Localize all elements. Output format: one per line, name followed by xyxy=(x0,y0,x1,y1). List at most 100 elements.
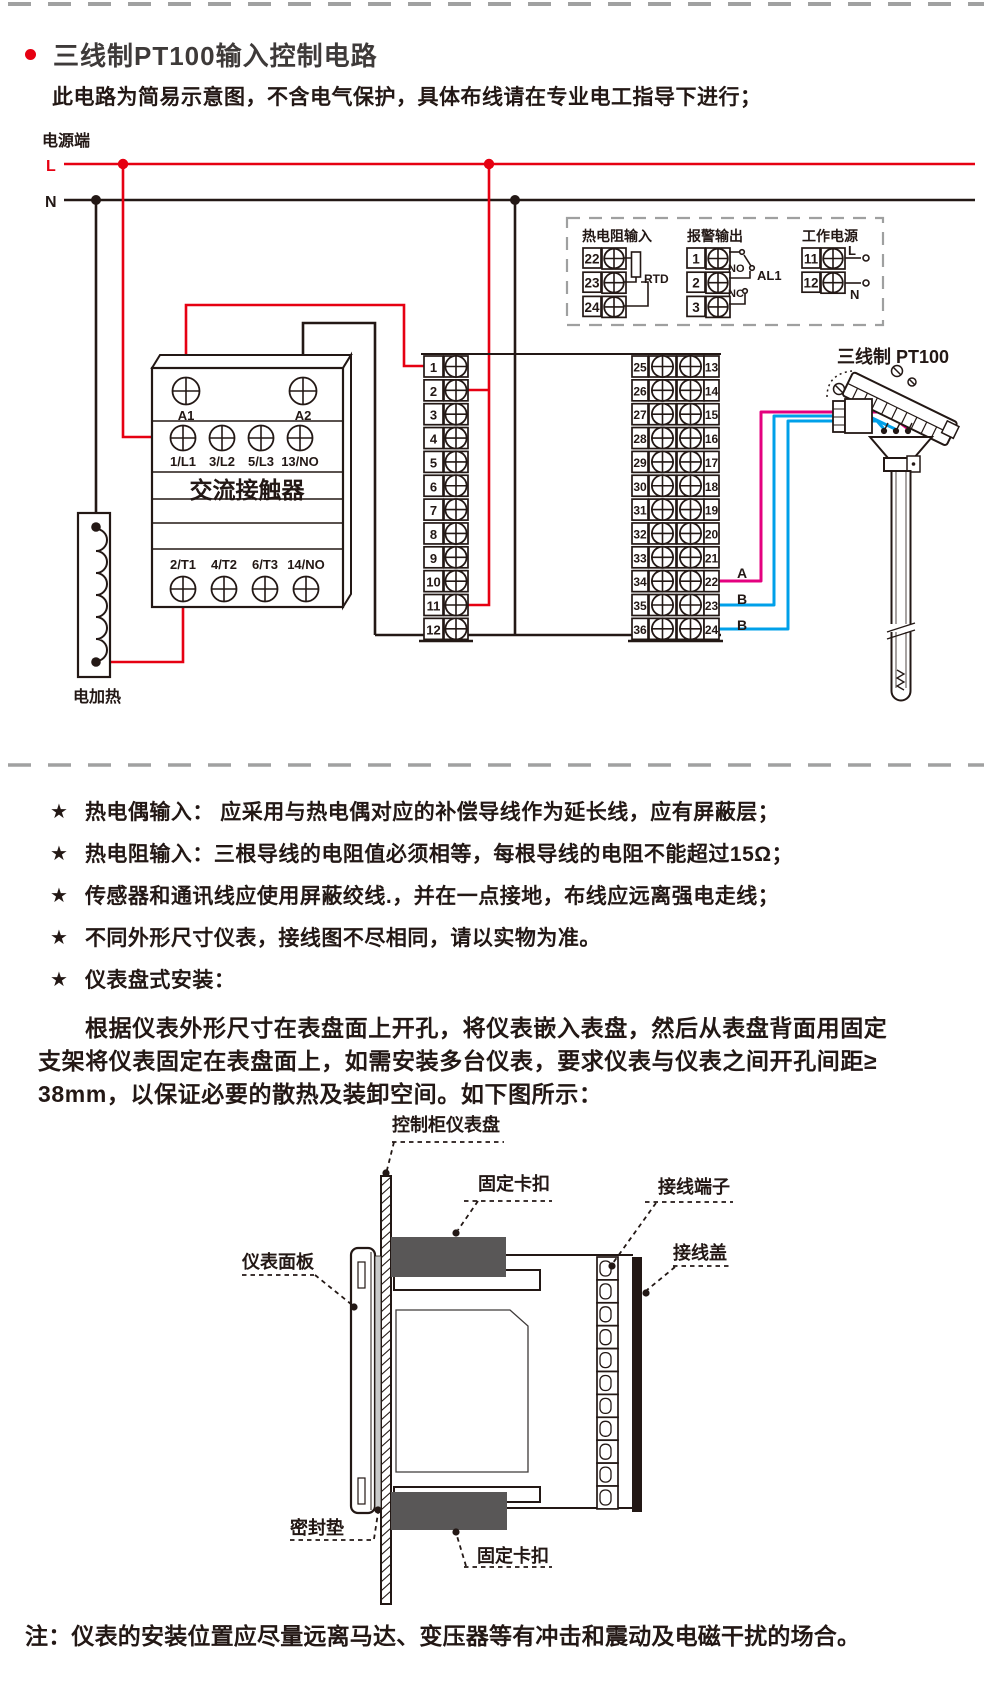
svg-text:29: 29 xyxy=(633,456,647,470)
svg-text:1: 1 xyxy=(692,252,700,267)
svg-text:1: 1 xyxy=(430,360,437,375)
supply-n-label: N xyxy=(850,287,859,302)
svg-text:3: 3 xyxy=(692,300,700,315)
rear-terminal-block xyxy=(596,1256,619,1510)
install-diagram: 控制柜仪表盘 固定卡扣 接线端子 接线盖 仪表面板 密封垫 固定卡扣 xyxy=(241,1114,733,1605)
alarm-contacts xyxy=(729,248,756,305)
label-clip-top: 固定卡扣 xyxy=(478,1173,550,1194)
svg-text:28: 28 xyxy=(633,432,647,446)
sensor-stem xyxy=(890,470,912,702)
svg-text:27: 27 xyxy=(633,408,647,422)
svg-text:15: 15 xyxy=(705,408,719,422)
heater: 电加热 xyxy=(73,511,121,706)
svg-text:10: 10 xyxy=(426,575,440,590)
power-rails: 电源端 L N xyxy=(42,131,975,211)
wire-label-a: A xyxy=(737,565,747,581)
working-power-label: 工作电源 xyxy=(802,228,858,244)
svg-text:14/NO: 14/NO xyxy=(287,557,325,572)
sensor-funnel xyxy=(867,436,935,459)
note-4: ★ 不同外形尺寸仪表，接线图不尽相同，请以实物为准。 xyxy=(50,927,601,950)
svg-text:12: 12 xyxy=(426,622,440,637)
svg-text:12: 12 xyxy=(803,276,818,291)
svg-text:31: 31 xyxy=(633,504,647,518)
stem-element xyxy=(895,669,906,691)
label-clip-bottom: 固定卡扣 xyxy=(477,1545,549,1566)
footnote: 注：仪表的安装位置应尽量远离马达、变压器等有冲击和震动及电磁干扰的场合。 xyxy=(25,1623,861,1649)
supply-leads xyxy=(845,254,870,287)
rtd-tag: RTD xyxy=(644,272,669,286)
case-window xyxy=(395,1309,529,1473)
svg-text:19: 19 xyxy=(705,504,719,518)
star-icon: ★ xyxy=(50,843,68,865)
title-bullet xyxy=(25,49,36,60)
svg-text:24: 24 xyxy=(705,623,719,637)
alarm-output-label: 报警输出 xyxy=(687,228,743,244)
svg-text:22: 22 xyxy=(705,575,719,589)
bottom-clamp xyxy=(391,1492,507,1530)
svg-text:26: 26 xyxy=(633,384,647,398)
terminal-cover-bar xyxy=(632,1257,642,1512)
note-heading: ★ 仪表盘式安装： xyxy=(50,969,236,992)
svg-text:2: 2 xyxy=(692,276,700,291)
svg-text:36: 36 xyxy=(633,623,647,637)
svg-text:25: 25 xyxy=(633,361,647,375)
svg-text:2/T1: 2/T1 xyxy=(170,557,196,572)
svg-text:11: 11 xyxy=(427,599,441,614)
label-cabinet-panel: 控制柜仪表盘 xyxy=(392,1114,500,1135)
svg-text:6/T3: 6/T3 xyxy=(252,557,278,572)
note-2: ★ 热电阻输入：三根导线的电阻值必须相等，每根导线的电阻不能超过15Ω； xyxy=(50,843,794,866)
svg-text:23: 23 xyxy=(584,276,600,291)
svg-text:14: 14 xyxy=(705,384,719,398)
install-paragraph: 根据仪表外形尺寸在表盘面上开孔，将仪表嵌入表盘，然后从表盘背面用固定 支架将仪表… xyxy=(38,1015,888,1107)
svg-text:1/L1: 1/L1 xyxy=(170,454,196,469)
svg-text:30: 30 xyxy=(633,480,647,494)
label-seal: 密封垫 xyxy=(290,1517,344,1538)
no-label: NO xyxy=(728,263,745,275)
svg-text:34: 34 xyxy=(633,575,647,589)
sensor-title: 三线制 PT100 xyxy=(837,346,949,367)
svg-text:23: 23 xyxy=(705,599,719,613)
svg-text:5/L3: 5/L3 xyxy=(248,454,274,469)
sensor-neck xyxy=(832,398,873,434)
wire-l-to-term11 xyxy=(462,164,491,607)
star-icon: ★ xyxy=(50,927,68,949)
leaders xyxy=(242,1141,733,1568)
wire-2t1-to-heater xyxy=(101,589,185,664)
seal-gasket xyxy=(374,1255,382,1509)
al1-label: AL1 xyxy=(757,268,782,283)
star-icon: ★ xyxy=(50,801,68,823)
svg-text:22: 22 xyxy=(584,252,599,267)
svg-text:21: 21 xyxy=(705,551,719,565)
svg-text:3: 3 xyxy=(430,408,437,423)
rtd-resistor xyxy=(624,251,649,307)
svg-text:3/L2: 3/L2 xyxy=(209,454,235,469)
heater-coil xyxy=(95,528,108,662)
dashed-box xyxy=(565,216,885,327)
svg-text:7: 7 xyxy=(430,503,437,518)
svg-text:9: 9 xyxy=(430,551,437,566)
nc-label: NC xyxy=(728,288,744,300)
rtd-input-label: 热电阻输入 xyxy=(582,228,652,244)
svg-text:17: 17 xyxy=(705,456,719,470)
svg-text:35: 35 xyxy=(633,599,647,613)
sensor-screws xyxy=(832,364,917,399)
label-front-panel: 仪表面板 xyxy=(241,1251,315,1272)
svg-text:18: 18 xyxy=(705,480,719,494)
svg-text:6: 6 xyxy=(430,479,437,494)
star-icon: ★ xyxy=(50,885,68,907)
label-cover: 接线盖 xyxy=(673,1242,727,1263)
line-n-label: N xyxy=(45,194,57,211)
star-icon: ★ xyxy=(50,969,68,991)
svg-text:4/T2: 4/T2 xyxy=(211,557,237,572)
svg-text:33: 33 xyxy=(633,551,647,565)
svg-text:13/NO: 13/NO xyxy=(281,454,319,469)
pt100-sensor: 三线制 PT100 xyxy=(826,346,961,702)
alarm-terminal-rows: 1 2 3 xyxy=(686,247,731,319)
